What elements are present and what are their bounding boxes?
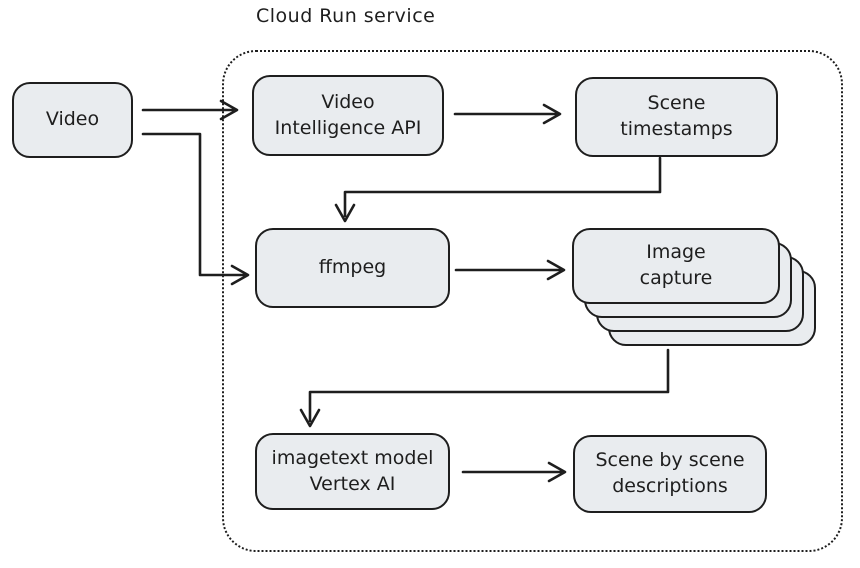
node-video-intelligence-api-label-line2: Intelligence API [274, 116, 422, 139]
cloud-run-service-container [222, 50, 843, 552]
node-image-capture-label-line2: capture [639, 267, 713, 289]
node-scene-timestamps: Scene timestamps [575, 77, 778, 157]
node-scene-timestamps-label-line2: timestamps [620, 118, 733, 140]
node-scene-timestamps-label-line1: Scene [647, 92, 706, 115]
cloud-run-service-label: Cloud Run service [256, 5, 436, 27]
node-video: Video [12, 82, 133, 158]
node-imagetext-vertex-ai: imagetext model Vertex AI [255, 433, 450, 510]
node-scene-descriptions-label-line1: Scene by scene [595, 449, 745, 472]
node-imagetext-vertex-ai-label-line1: imagetext model [271, 446, 434, 469]
node-ffmpeg-label: ffmpeg [318, 256, 387, 279]
node-video-label: Video [45, 108, 100, 131]
node-image-capture: Image capture [572, 228, 780, 304]
node-video-intelligence-api-label-line1: Video [321, 90, 375, 113]
node-video-intelligence-api: Video Intelligence API [252, 75, 444, 156]
node-scene-descriptions-label-line2: descriptions [612, 475, 728, 497]
node-scene-descriptions: Scene by scene descriptions [573, 435, 767, 513]
node-image-capture-label-line1: Image [646, 241, 706, 264]
node-imagetext-vertex-ai-label-line2: Vertex AI [309, 472, 396, 495]
node-ffmpeg: ffmpeg [255, 228, 450, 308]
